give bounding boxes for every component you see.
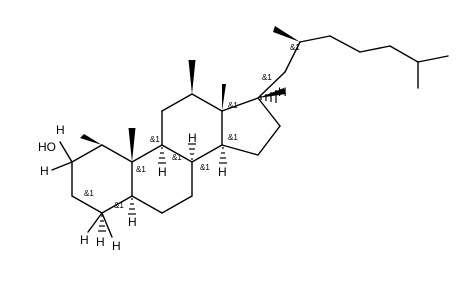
h-label: H	[56, 123, 65, 137]
hash-bond-c17-h	[260, 90, 277, 103]
hash-bond-c5-h	[128, 198, 136, 215]
hash-bond-c14-h	[219, 147, 227, 164]
hydroxyl-label: HO	[38, 140, 56, 154]
bond	[71, 144, 103, 163]
stereo-labels: &1 &1 &1 &1 &1 &1 &1 &1 &1 &1	[84, 43, 300, 210]
bond	[284, 41, 301, 73]
bond	[161, 195, 193, 214]
h-label: H	[96, 235, 105, 249]
bond	[71, 195, 103, 214]
bond	[299, 35, 331, 43]
hash-bond-c3-h	[98, 215, 106, 232]
bond	[51, 161, 73, 171]
bond	[359, 45, 391, 53]
stereo-label: &1	[172, 153, 182, 162]
bond	[417, 55, 449, 63]
wedge-bond	[80, 134, 102, 145]
h-label: H	[218, 165, 227, 179]
wedge-bond	[273, 26, 300, 42]
hash-bond-c9-h	[158, 147, 166, 164]
bond	[257, 97, 281, 127]
bond	[101, 144, 133, 163]
bond	[161, 93, 193, 112]
h-label: H	[158, 165, 167, 179]
stereo-label: &1	[228, 101, 238, 110]
bond	[257, 125, 281, 156]
h-label: H	[40, 164, 49, 178]
bond	[131, 144, 163, 163]
bond	[191, 93, 223, 112]
h-label: H	[128, 215, 137, 229]
bond	[221, 97, 259, 112]
wedge-bonds	[80, 26, 300, 162]
stereo-label: &1	[290, 43, 300, 52]
stereo-label: &1	[84, 189, 94, 198]
stereo-label: &1	[228, 133, 238, 142]
wedge-bond	[258, 88, 286, 98]
h-label: H	[188, 131, 197, 145]
bond	[101, 212, 113, 238]
wedge-bond	[128, 128, 136, 162]
bond	[161, 144, 193, 163]
stereo-label: &1	[150, 135, 160, 144]
bond	[101, 195, 133, 214]
h-label: H	[80, 233, 89, 247]
hash-bond-c8-h	[188, 143, 196, 160]
stereo-label: &1	[114, 201, 124, 210]
bond	[87, 212, 103, 233]
bond	[221, 144, 259, 156]
bond	[389, 45, 419, 63]
wedge-bond	[188, 60, 196, 94]
h-label: H	[278, 85, 287, 99]
wedge-bond	[222, 84, 226, 111]
bond	[329, 35, 361, 53]
h-label: H	[112, 239, 121, 253]
bond	[59, 141, 73, 163]
hashed-bonds	[98, 90, 277, 232]
single-bonds	[51, 35, 449, 238]
bond	[131, 195, 163, 214]
atom-labels: HO H H H H H H H H H H	[38, 85, 287, 253]
bond	[191, 144, 223, 163]
stereo-label: &1	[136, 165, 146, 174]
stereo-label: &1	[262, 73, 272, 82]
stereo-label: &1	[200, 163, 210, 172]
bond	[257, 71, 286, 99]
